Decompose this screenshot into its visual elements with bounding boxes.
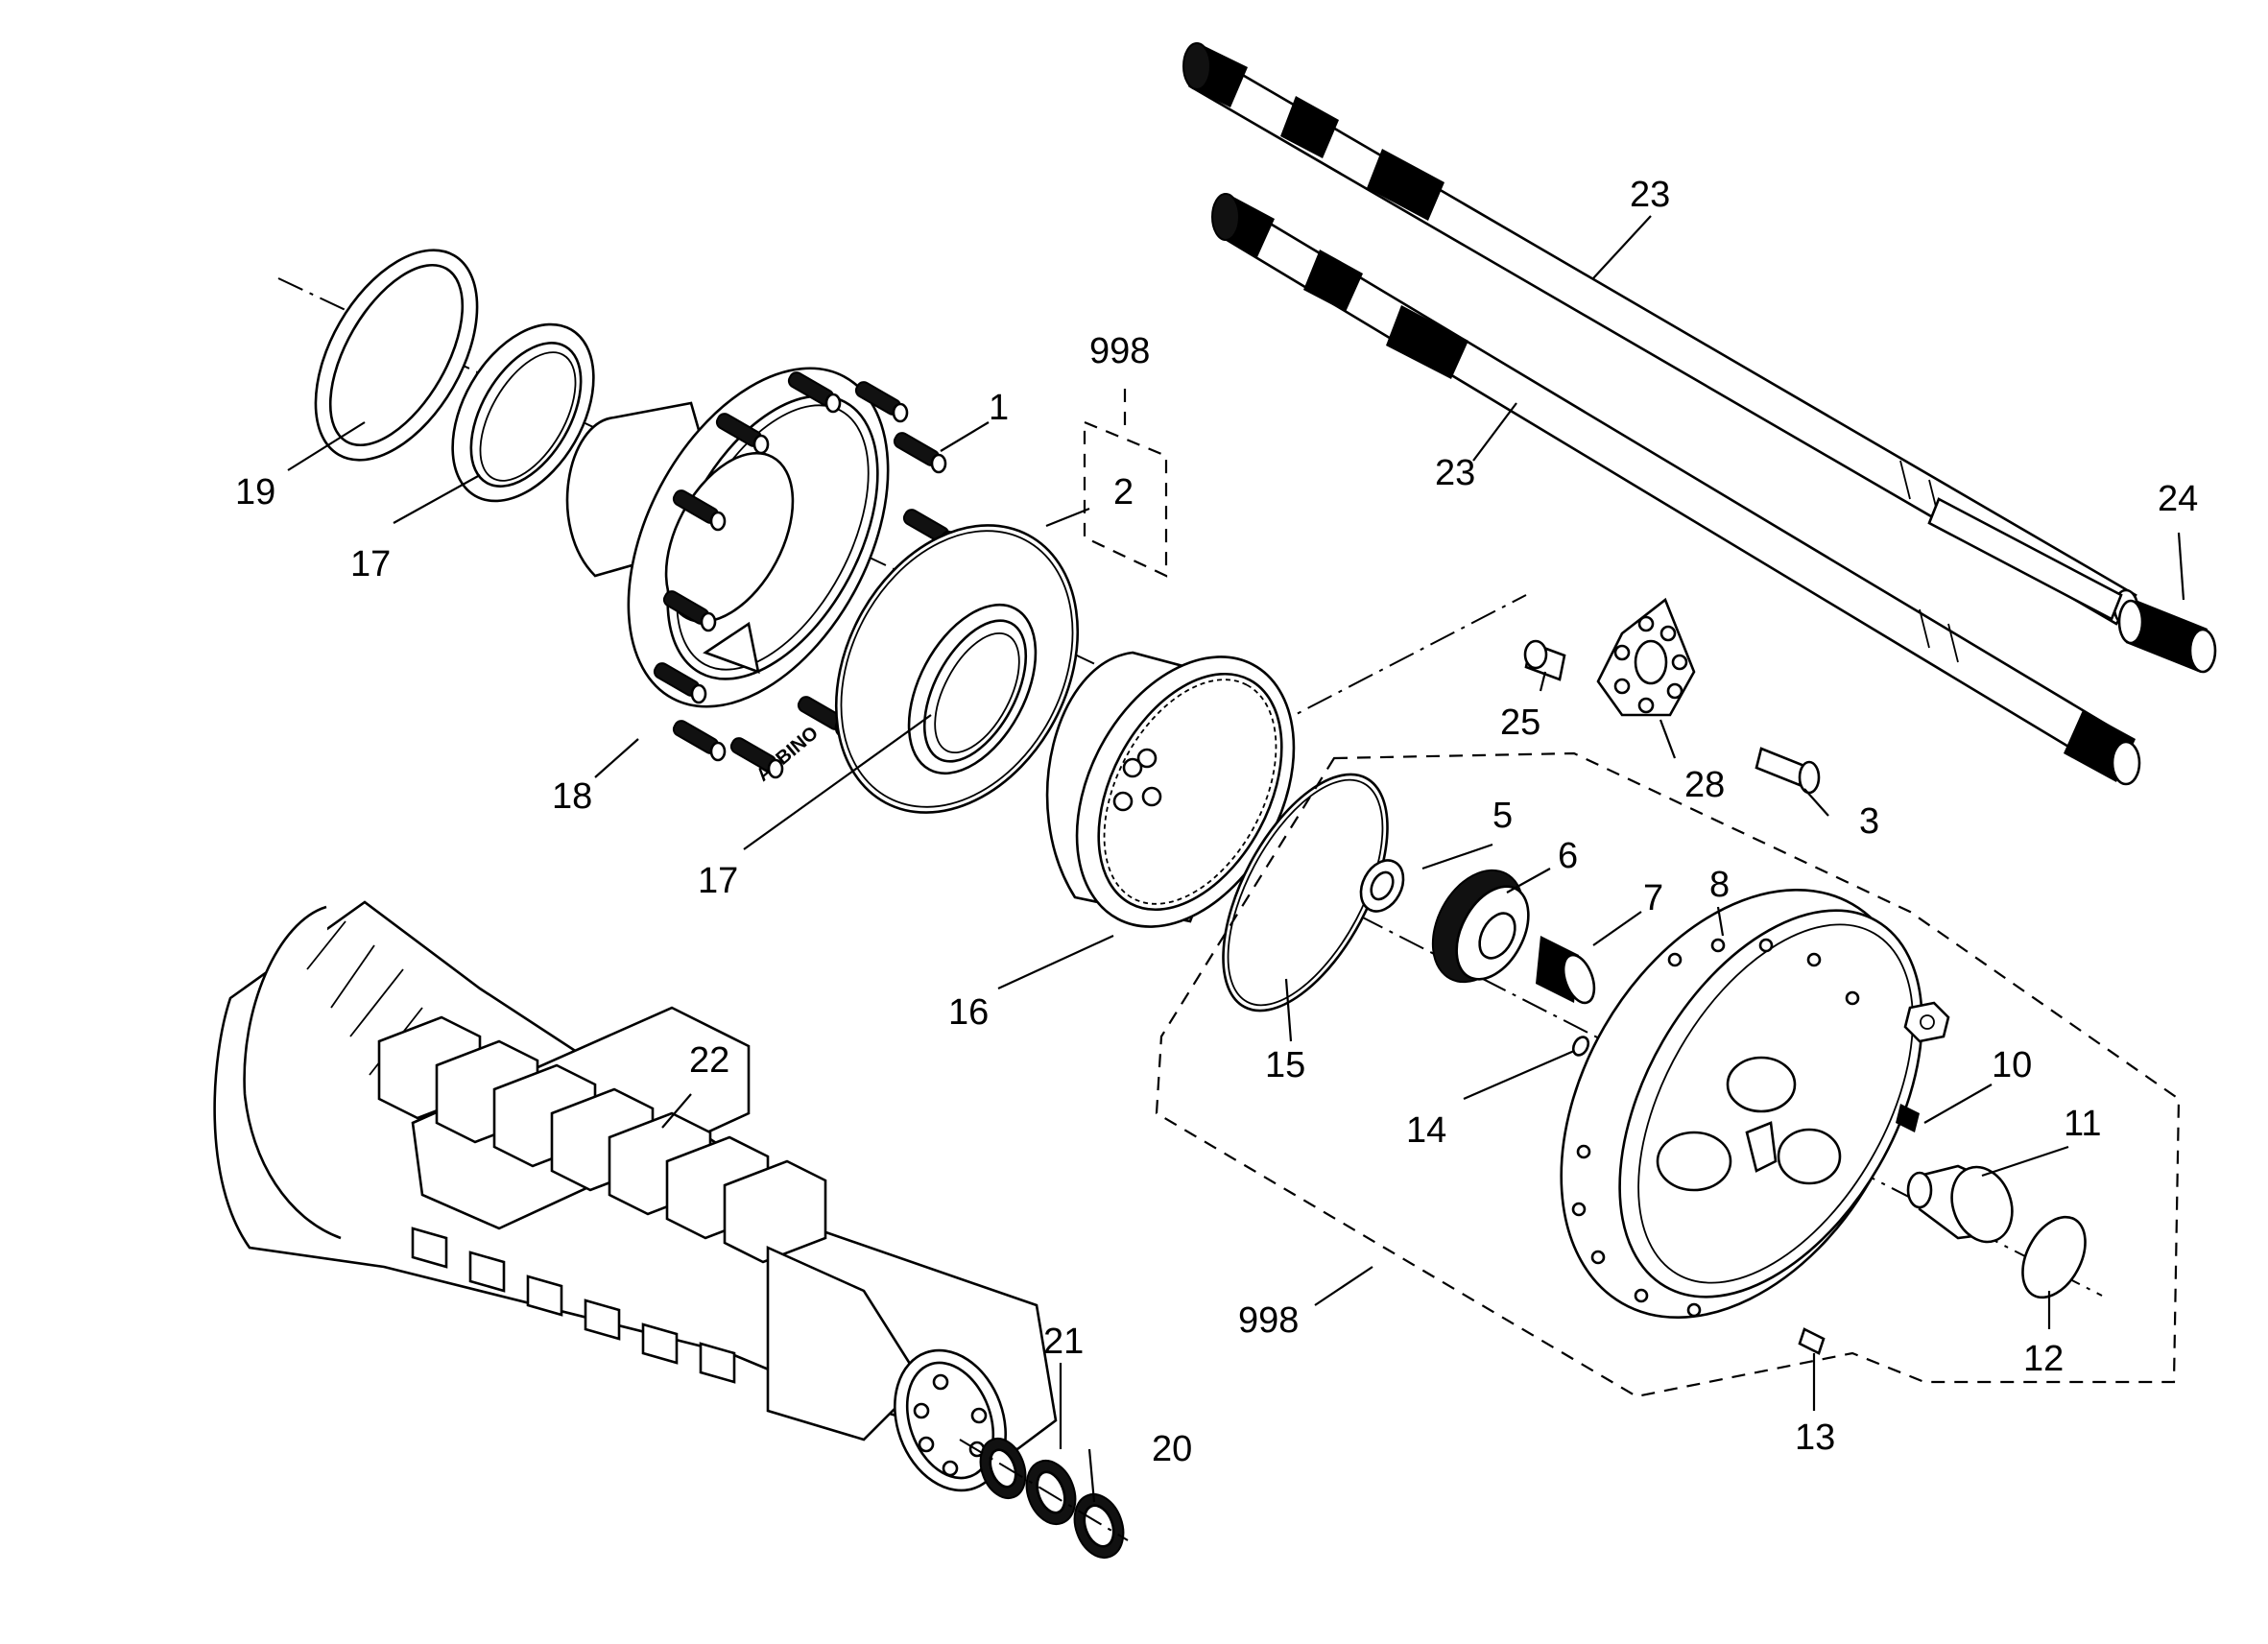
label-part-17-upper: 17	[350, 544, 391, 584]
label-part-15: 15	[1265, 1045, 1305, 1085]
wheel-stud	[729, 737, 784, 779]
label-part-1: 1	[989, 388, 1009, 428]
axle-shaft-upper	[1182, 42, 2139, 627]
label-part-25: 25	[1500, 703, 1540, 743]
wheel-stud	[893, 432, 947, 474]
wheel-stud	[715, 413, 770, 455]
label-part-3: 3	[1859, 801, 1879, 842]
planet-carrier-cover	[1560, 888, 1923, 1320]
label-part-22: 22	[689, 1040, 729, 1081]
housing-lower-ribs	[411, 1227, 736, 1384]
kit-boundary-planetary	[1155, 751, 2181, 1398]
cover-screw	[1798, 1327, 1826, 1355]
o-ring-cap	[2021, 1215, 2087, 1299]
spline-section-upper-2	[1280, 96, 1339, 158]
planet-gear	[1431, 869, 1530, 984]
label-part-21: 21	[1043, 1322, 1084, 1362]
label-part-18: 18	[552, 776, 592, 817]
shaft-end-spline-lower	[2064, 710, 2141, 786]
drain-plug	[1896, 1104, 1920, 1132]
wheel-stud	[672, 489, 727, 532]
spline-section-upper-1	[1182, 42, 1248, 107]
label-part-5: 5	[1492, 796, 1513, 836]
label-part-2: 2	[1113, 472, 1134, 512]
label-part-12: 12	[2023, 1339, 2064, 1379]
flange-bolt	[1755, 747, 1821, 795]
housing-ribs	[377, 1015, 827, 1264]
wheel-hub: ALBINO	[565, 367, 890, 786]
leader-lines	[287, 215, 2185, 1503]
hex-nut	[1903, 1001, 1950, 1043]
spacer-plate	[1596, 597, 1696, 717]
wheel-stud	[662, 590, 717, 632]
label-part-17-lower: 17	[698, 861, 738, 901]
wheel-stud	[672, 720, 727, 762]
label-part-20: 20	[1152, 1429, 1192, 1469]
label-part-13: 13	[1795, 1418, 1835, 1458]
label-part-16: 16	[948, 992, 989, 1033]
label-part-19: 19	[235, 472, 275, 512]
snap-ring	[1222, 773, 1389, 1013]
spline-section-upper-3	[1367, 149, 1444, 221]
spline-section-lower-1	[1211, 193, 1275, 257]
label-part-11: 11	[2064, 1104, 2101, 1144]
spindle-axis-line	[959, 1439, 1129, 1541]
bearing-inner	[907, 603, 1038, 775]
label-part-28: 28	[1684, 765, 1725, 805]
spline-section-lower-3	[1386, 305, 1468, 379]
label-kit-998-upper: 998	[1089, 331, 1150, 371]
kit-boundary-hub	[1083, 420, 1168, 578]
axle-housing	[213, 900, 1058, 1492]
axle-shaft-lower	[1211, 193, 2141, 786]
wheel-stud	[854, 381, 909, 423]
drive-axis-line	[1266, 594, 1527, 730]
o-ring-small	[1571, 1036, 1590, 1057]
needle-bearing	[1536, 936, 1596, 1005]
label-part-7: 7	[1643, 878, 1663, 918]
label-part-24: 24	[2158, 479, 2198, 519]
thrust-ring	[314, 249, 479, 462]
label-part-23-lower: 23	[1435, 453, 1475, 493]
label-part-14: 14	[1406, 1110, 1446, 1151]
wheel-stud	[787, 371, 842, 414]
label-kit-998-lower: 998	[1238, 1300, 1299, 1341]
spindle-bearing-set	[979, 1438, 1077, 1525]
part-labels: 1 2 3 5 6 7 8 10 11 12 13 14 15 16 17 17…	[235, 175, 2198, 1469]
thrust-washer	[1359, 859, 1405, 913]
oil-seal-outer	[451, 322, 595, 503]
lock-nut	[1073, 1493, 1125, 1559]
wheel-stud	[653, 662, 707, 704]
label-part-8: 8	[1709, 865, 1730, 905]
label-part-10: 10	[1992, 1045, 2032, 1085]
label-part-23-upper: 23	[1630, 175, 1670, 215]
cover-cap	[1906, 1164, 2014, 1244]
spline-section-lower-2	[1303, 250, 1363, 312]
locating-pin	[1523, 639, 1566, 681]
label-part-6: 6	[1558, 836, 1578, 876]
spline-coupling-sleeve	[2117, 599, 2217, 674]
